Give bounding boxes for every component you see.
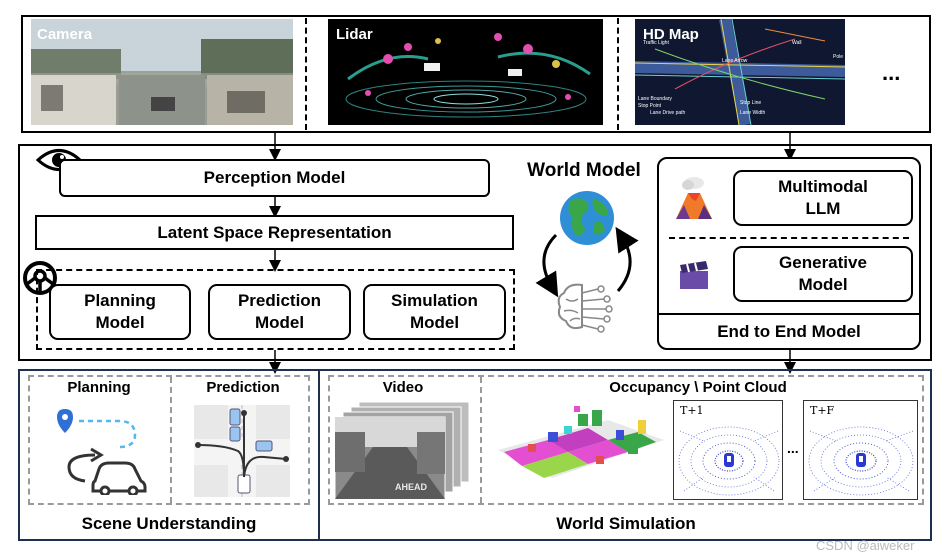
- volcano-icon: [676, 177, 712, 219]
- latent-space-box: Latent Space Representation: [35, 215, 514, 250]
- model-group-dashed: [36, 269, 515, 350]
- scene-dashed-frame: [28, 375, 310, 505]
- multimodal-llm-box: Multimodal LLM: [733, 170, 913, 226]
- generative-model-box: Generative Model: [733, 246, 913, 302]
- video-frames-stack: [334, 402, 470, 500]
- hdmap-tag: Pole: [833, 54, 844, 60]
- perception-model-box: Perception Model: [59, 159, 490, 197]
- hdmap-tag: Lane Width: [740, 110, 766, 116]
- pointcloud-t1-label: T+1: [680, 404, 704, 417]
- sensor-divider-1: [305, 18, 307, 130]
- world-model-panel: [18, 144, 932, 361]
- lidar-image: [328, 19, 603, 125]
- hdmap-image: [635, 19, 845, 125]
- scene-planning-label: Planning: [67, 379, 131, 396]
- hdmap-tag: Traffic Light: [643, 40, 669, 46]
- brain-network-icon: [557, 283, 613, 333]
- occupancy-voxel-map: [498, 406, 664, 478]
- pointcloud-frame-t1: [673, 400, 783, 500]
- hdmap-tag: Lane Arrow: [722, 58, 748, 64]
- more-sensors-ellipsis: ...: [882, 60, 901, 85]
- hdmap-tag: Lane Drive path: [650, 110, 686, 116]
- pointcloud-tf-label: T+F: [810, 404, 835, 417]
- e2e-dashed-divider: [669, 237, 909, 239]
- watermark: CSDN @aiweker: [816, 538, 915, 553]
- intersection-prediction-icon: [194, 405, 290, 497]
- camera-image: [31, 19, 293, 125]
- globe-icon: [560, 191, 614, 245]
- worldsim-occupancy-label: Occupancy \ Point Cloud: [609, 379, 787, 396]
- worldsim-dashed-frame: [328, 375, 924, 505]
- output-panel: [18, 369, 932, 541]
- camera-label: Camera: [37, 26, 93, 43]
- clapperboard-icon: [680, 261, 708, 289]
- world-model-title: World Model: [527, 160, 641, 181]
- hdmap-tag: Stop Point: [638, 103, 662, 109]
- end-to-end-caption: End to End Model: [717, 322, 861, 341]
- worldsim-video-label: Video: [382, 379, 424, 396]
- pointcloud-frame-tf: [803, 400, 918, 500]
- prediction-model-box: Prediction Model: [208, 284, 351, 340]
- hdmap-tag: Stop Line: [740, 100, 762, 106]
- pointcloud-ellipsis: ...: [787, 440, 799, 456]
- output-divider: [318, 369, 320, 541]
- scene-dashed-divider: [170, 377, 172, 503]
- lidar-label: Lidar: [336, 26, 373, 43]
- video-road-marking: AHEAD: [395, 482, 428, 492]
- e2e-caption-divider: [658, 313, 920, 315]
- sensor-divider-2: [617, 18, 619, 130]
- scene-prediction-label: Prediction: [206, 379, 280, 396]
- worldsim-dashed-divider: [480, 377, 482, 503]
- planning-model-box: Planning Model: [49, 284, 191, 340]
- world-simulation-caption: World Simulation: [556, 514, 696, 533]
- route-car-icon: [57, 409, 147, 495]
- hdmap-tag: Lane Boundary: [638, 96, 672, 102]
- scene-understanding-caption: Scene Understanding: [81, 514, 257, 533]
- cycle-arrows: [535, 226, 639, 298]
- hdmap-label: HD Map: [643, 26, 699, 43]
- hdmap-tag: Wall: [792, 40, 802, 46]
- simulation-model-box: Simulation Model: [363, 284, 506, 340]
